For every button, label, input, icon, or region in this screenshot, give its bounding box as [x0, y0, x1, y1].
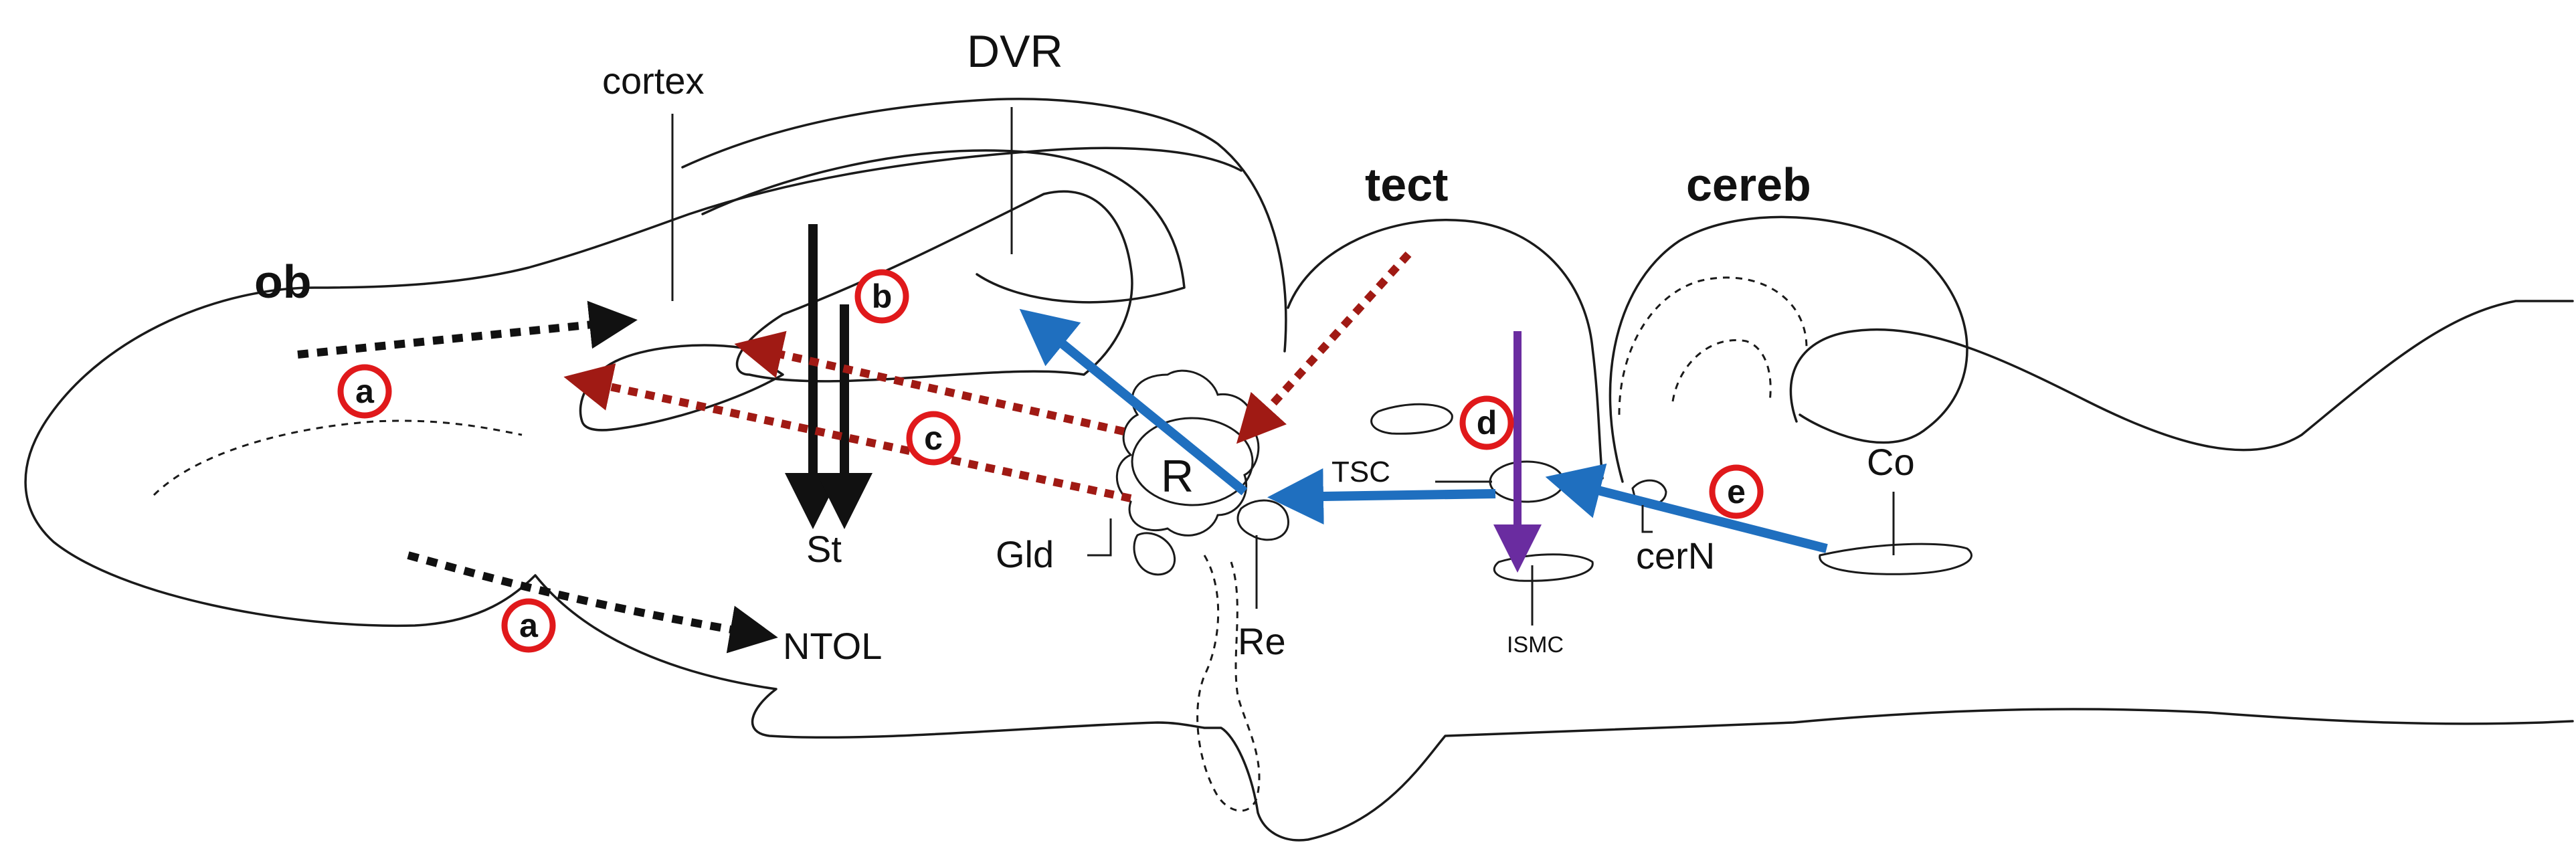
- svg-text:a: a: [519, 607, 539, 644]
- nucleus-rotundus: [1131, 417, 1254, 506]
- thalamic-arrow-c: [563, 363, 1132, 502]
- olfactory-arrow-lower: [407, 551, 778, 654]
- label-dvr: DVR: [967, 26, 1063, 77]
- co-nucleus: [1819, 543, 1972, 575]
- svg-text:a: a: [355, 373, 375, 410]
- thalamic-arrow-b: [734, 330, 1125, 436]
- cortex-arc: [681, 98, 1287, 353]
- label-ntol: NTOL: [783, 625, 882, 667]
- cerebellum-outline: [1608, 215, 1968, 483]
- tsc-to-r-arrow: [1267, 468, 1496, 525]
- nucleus-reuniens: [1236, 499, 1289, 541]
- co-to-tsc-arrow: [1545, 463, 1828, 553]
- brain-outline: [24, 147, 2574, 842]
- svg-text:c: c: [924, 419, 943, 457]
- svg-text:e: e: [1727, 473, 1746, 510]
- ismc-nucleus: [1493, 553, 1594, 582]
- cerebellum-folia: [1618, 276, 1808, 415]
- badge-e: e: [1709, 464, 1764, 519]
- badge-d: d: [1459, 395, 1514, 450]
- label-co: Co: [1867, 441, 1915, 483]
- label-tect: tect: [1365, 159, 1448, 211]
- tectal-thalamic-dotted: [1236, 251, 1412, 444]
- tsc-nucleus: [1489, 460, 1565, 503]
- label-ob: ob: [254, 256, 312, 308]
- cern-leader: [1641, 505, 1653, 533]
- label-st: St: [806, 528, 842, 570]
- svg-text:d: d: [1477, 404, 1497, 442]
- gld-shape: [1133, 532, 1176, 576]
- descending-tract: [1196, 555, 1261, 812]
- label-r: R: [1161, 451, 1194, 502]
- gld-leader: [1087, 518, 1112, 557]
- badge-c: c: [906, 411, 961, 466]
- label-cereb: cereb: [1686, 159, 1811, 211]
- badge-a-upper: a: [337, 364, 392, 419]
- badge-b: b: [854, 269, 909, 324]
- badge-a-lower: a: [501, 598, 556, 653]
- label-ismc: ISMC: [1507, 632, 1564, 658]
- svg-text:b: b: [872, 278, 893, 315]
- label-gld: Gld: [996, 533, 1054, 575]
- tectum-outline: [1287, 219, 1604, 480]
- label-cern: cerN: [1636, 535, 1715, 577]
- cerebellum-folia-2: [1671, 339, 1772, 402]
- label-cortex: cortex: [602, 60, 705, 102]
- tectofugal-arrow-to-dvr: [1019, 308, 1248, 496]
- label-tsc: TSC: [1331, 456, 1390, 488]
- label-re: Re: [1238, 620, 1286, 662]
- dvr-arc: [701, 149, 1186, 304]
- thalamus-lobes: [1115, 369, 1260, 537]
- hindbrain-dorsal-outline: [1789, 300, 2574, 452]
- olfactory-arrow-upper: [297, 300, 638, 359]
- tectal-nucleus-1: [1370, 403, 1453, 435]
- olfactory-ventricle: [153, 419, 523, 496]
